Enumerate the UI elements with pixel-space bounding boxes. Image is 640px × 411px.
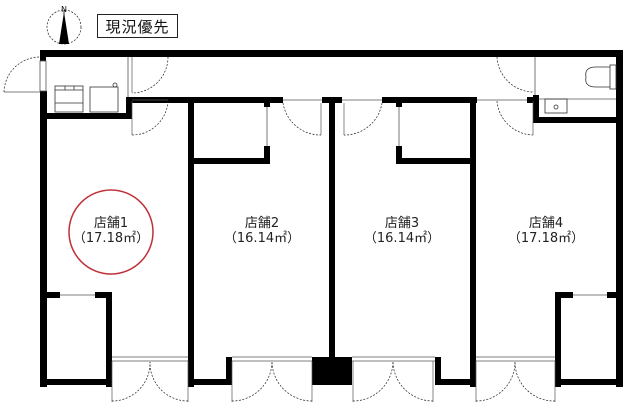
room-name: 店舗3 bbox=[384, 216, 420, 231]
status-label: 現況優先 bbox=[97, 14, 178, 38]
wash-basin-icon bbox=[544, 98, 568, 114]
walls bbox=[40, 50, 623, 387]
kitchen-counter-icon bbox=[54, 85, 84, 113]
room-shop-4: 店舗4 （17.18㎡） bbox=[491, 216, 601, 246]
room-area: （16.14㎡） bbox=[363, 231, 441, 246]
room-shop-1: 店舗1 （17.18㎡） bbox=[56, 216, 166, 246]
room-name: 店舗4 bbox=[528, 216, 564, 231]
frames bbox=[39, 57, 616, 362]
room-area: （17.18㎡） bbox=[507, 231, 585, 246]
sink-icon bbox=[89, 82, 119, 113]
room-name: 店舗2 bbox=[244, 216, 280, 231]
room-shop-2: 店舗2 （16.14㎡） bbox=[207, 216, 317, 246]
room-shop-3: 店舗3 （16.14㎡） bbox=[347, 216, 457, 246]
door-swings bbox=[3, 56, 556, 402]
toilet-icon bbox=[585, 64, 617, 90]
highlight-circle bbox=[68, 189, 154, 275]
north-arrow-icon bbox=[46, 9, 82, 45]
room-area: （16.14㎡） bbox=[223, 231, 301, 246]
room-area: （17.18㎡） bbox=[72, 231, 150, 246]
compass-label: N bbox=[61, 5, 67, 14]
room-name: 店舗1 bbox=[93, 216, 129, 231]
